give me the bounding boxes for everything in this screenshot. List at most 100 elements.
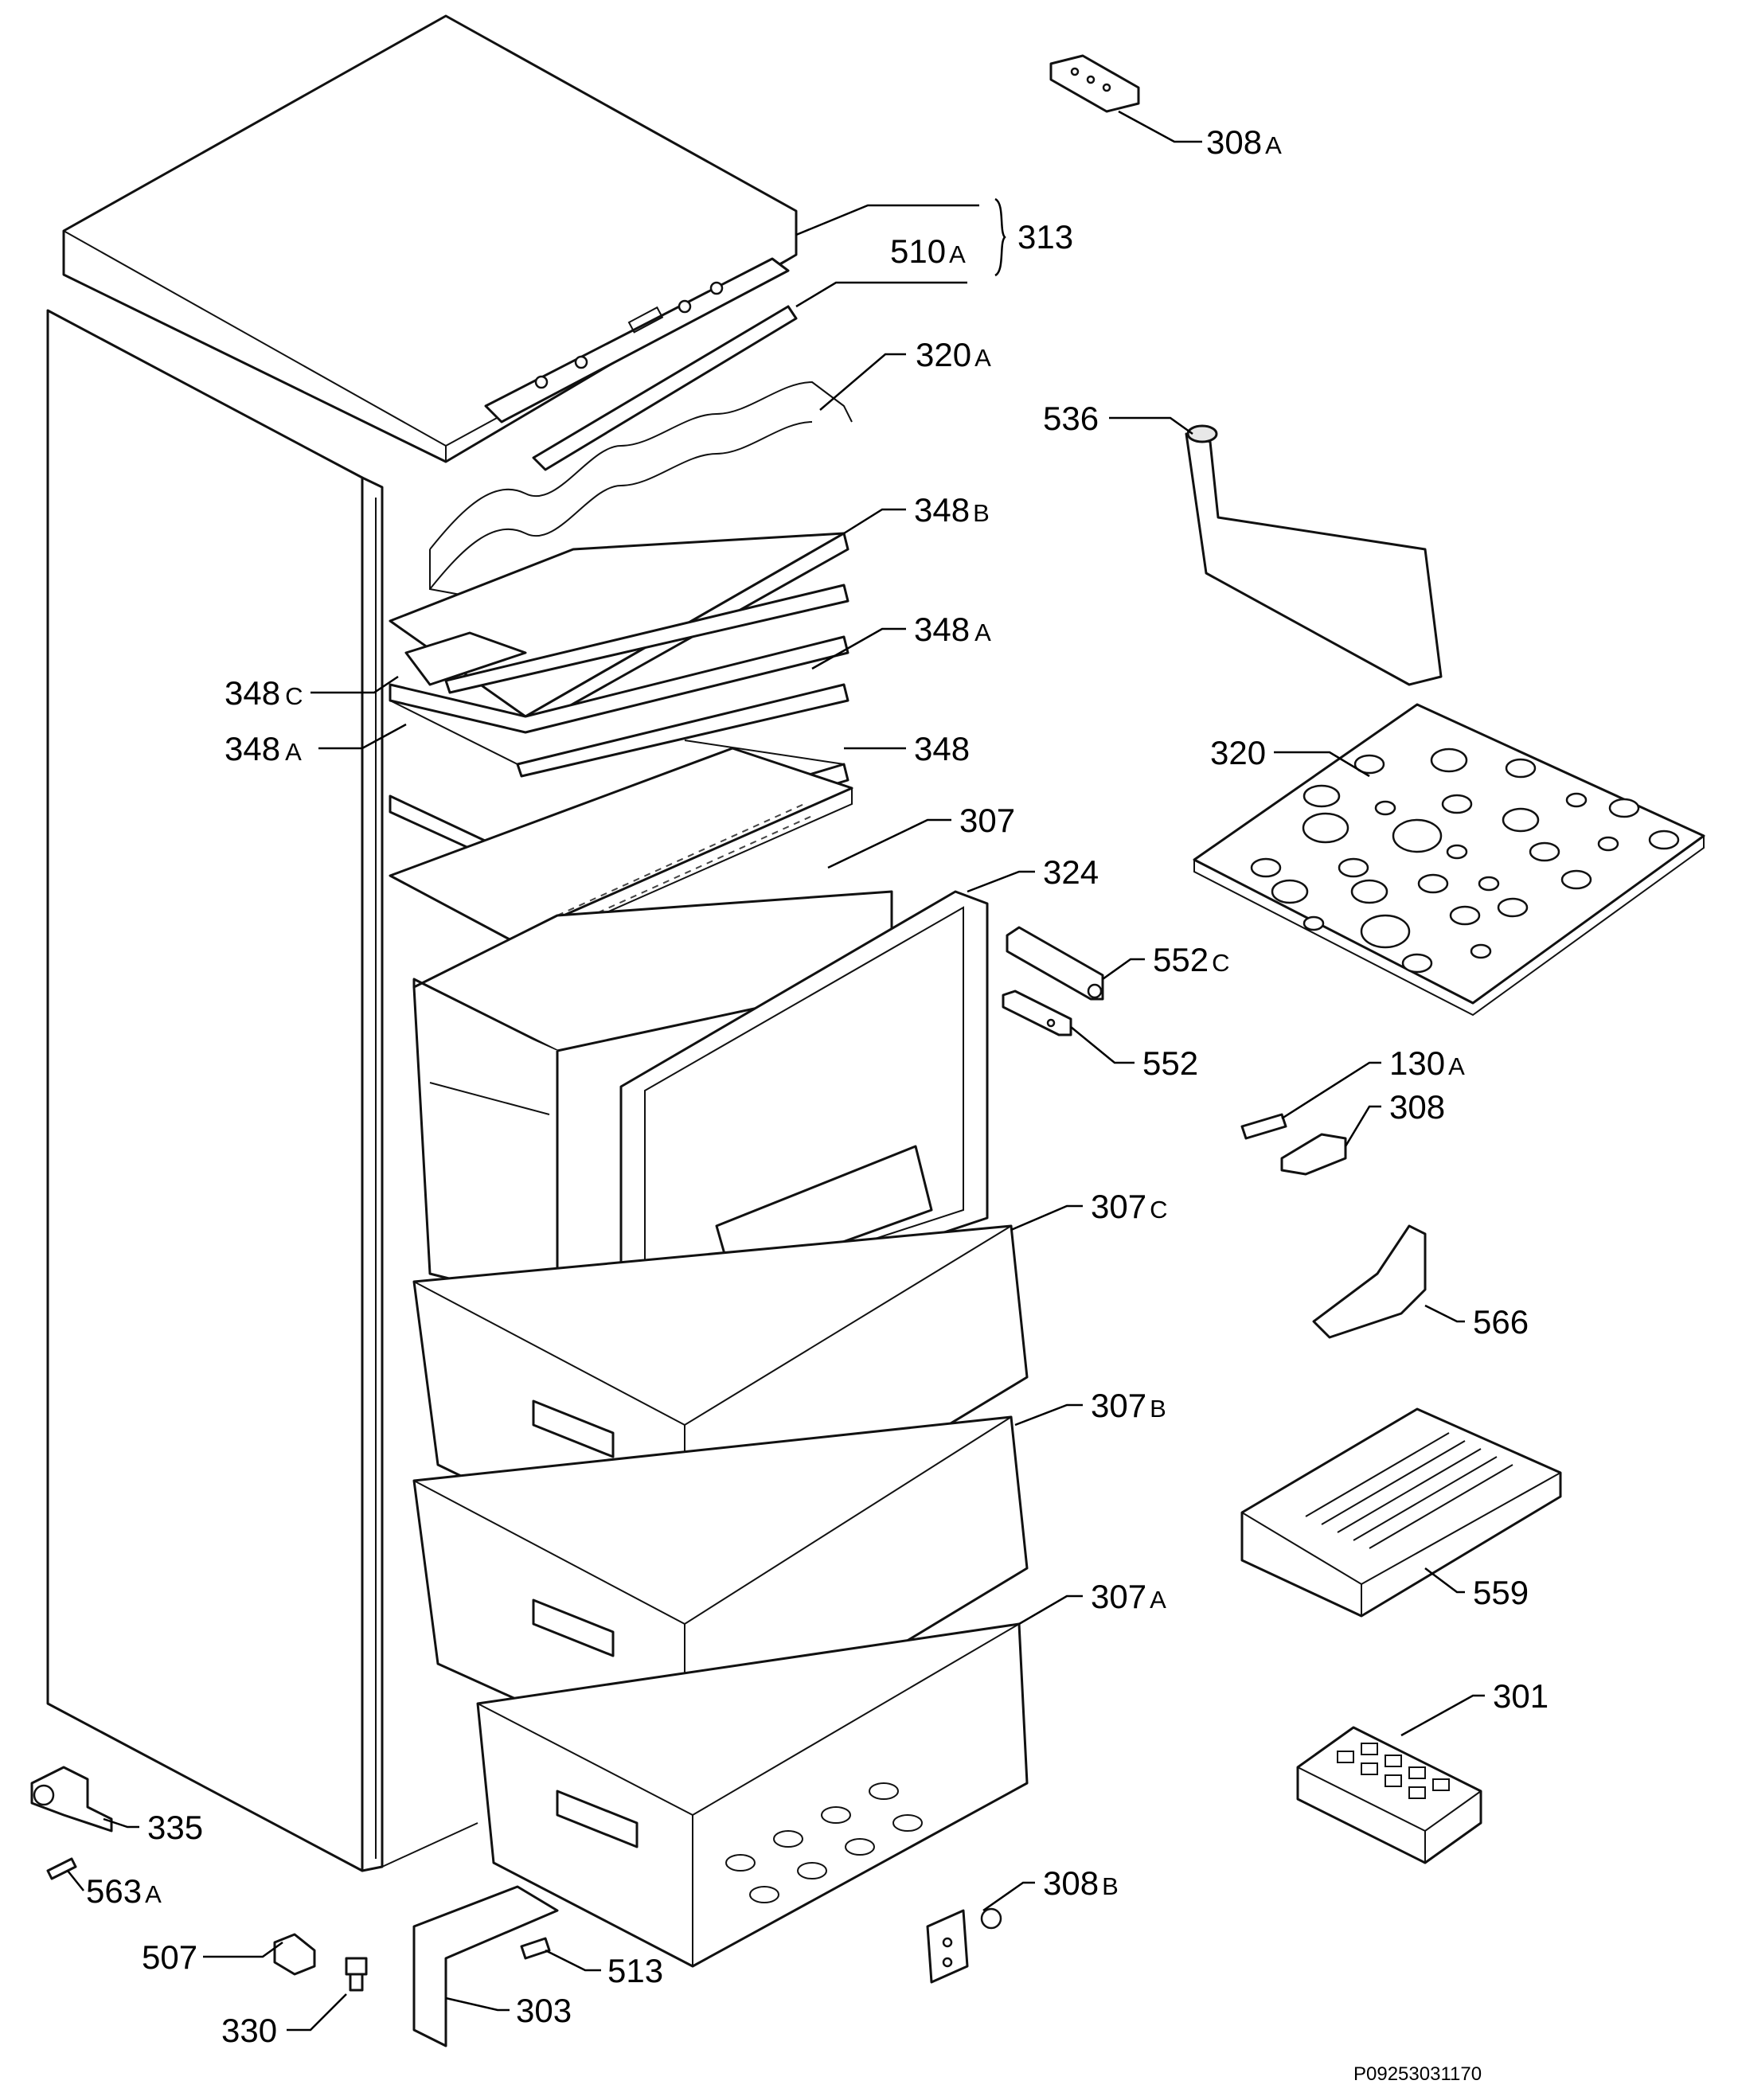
callout-320a-suffix: A [974, 344, 991, 372]
reference-code: P09253031170 [1353, 2063, 1482, 2085]
callout-307c-number: 307 [1091, 1188, 1146, 1225]
callout-307a-suffix: A [1150, 1586, 1166, 1614]
callout-563a-number: 563 [86, 1872, 142, 1910]
callout-510a-number: 510 [890, 232, 946, 270]
callout-330-number: 330 [221, 2012, 277, 2049]
callout-307b-suffix: B [1150, 1395, 1166, 1423]
callout-348a-left-suffix: A [285, 738, 302, 766]
callout-303: 303 [516, 1992, 572, 2029]
rail-552c [1006, 926, 1104, 1001]
drawer-307a [476, 1622, 1029, 1968]
callout-308: 308 [1389, 1088, 1445, 1126]
callout-308a-number: 308 [1206, 123, 1262, 161]
callout-563a-suffix: A [145, 1880, 162, 1908]
callout-348c-suffix: C [285, 682, 303, 710]
callout-566-number: 566 [1473, 1303, 1529, 1341]
callout-559-number: 559 [1473, 1574, 1529, 1611]
pad-513 [520, 1937, 551, 1960]
callout-552: 552 [1142, 1044, 1198, 1082]
callout-324-number: 324 [1043, 853, 1099, 891]
callout-335: 335 [147, 1809, 203, 1846]
callout-308b-suffix: B [1102, 1872, 1119, 1900]
callout-348a-left-number: 348 [225, 730, 280, 767]
callout-552c-number: 552 [1153, 941, 1209, 978]
callout-348a-right-number: 348 [914, 611, 970, 648]
callout-307-number: 307 [959, 802, 1015, 839]
leader-lines [67, 110, 1485, 2032]
callout-313: 313 [1017, 218, 1073, 256]
callout-320-number: 320 [1210, 734, 1266, 771]
plinth-303 [412, 1885, 559, 2047]
scraper-566 [1312, 1224, 1427, 1339]
callout-507: 507 [142, 1938, 197, 1976]
callout-552-number: 552 [1142, 1044, 1198, 1082]
callout-348-number: 348 [914, 730, 970, 767]
callout-320a-number: 320 [916, 336, 971, 373]
cabinet-body [46, 309, 478, 1872]
callout-303-number: 303 [516, 1992, 572, 2029]
callout-536-number: 536 [1043, 400, 1099, 437]
hinge-308a [1049, 54, 1140, 113]
tray-559 [1240, 1407, 1562, 1618]
pin-563a [46, 1857, 77, 1880]
glass-shelf-348a-upper [404, 584, 849, 694]
callout-348b-number: 348 [914, 491, 970, 529]
thermostat-cover [532, 305, 798, 471]
callout-348: 348 [914, 730, 970, 767]
callout-307b-number: 307 [1091, 1387, 1146, 1424]
shelf-320-holes [1250, 747, 1680, 974]
callout-510a-suffix: A [949, 240, 966, 268]
callout-335-number: 335 [147, 1809, 203, 1846]
callout-307a-number: 307 [1091, 1578, 1146, 1615]
rail-552 [1002, 989, 1072, 1036]
callout-324: 324 [1043, 853, 1099, 891]
callout-308-number: 308 [1389, 1088, 1445, 1126]
callout-313-number: 313 [1017, 218, 1073, 256]
callout-330: 330 [221, 2012, 277, 2049]
control-panel [484, 257, 790, 424]
callout-301-number: 301 [1493, 1677, 1549, 1715]
callout-130a-suffix: A [1448, 1052, 1465, 1080]
callout-301: 301 [1493, 1677, 1549, 1715]
ice-tray-301 [1296, 1726, 1482, 1864]
callout-308a-suffix: A [1265, 131, 1282, 159]
callout-513-number: 513 [607, 1952, 663, 1989]
callout-307: 307 [959, 802, 1015, 839]
screw-330 [345, 1957, 368, 1992]
bracket-130a [1240, 1113, 1287, 1140]
callout-507-number: 507 [142, 1938, 197, 1976]
callout-559: 559 [1473, 1574, 1529, 1611]
glass-shelf-348a [389, 635, 849, 778]
callout-348c-number: 348 [225, 674, 280, 712]
callout-320: 320 [1210, 734, 1266, 771]
callout-130a-number: 130 [1389, 1044, 1445, 1082]
callout-308b-number: 308 [1043, 1864, 1099, 1902]
callout-348a-right-suffix: A [974, 619, 991, 646]
clip-507 [273, 1933, 316, 1976]
callout-307c-suffix: C [1150, 1196, 1167, 1224]
callout-513: 513 [607, 1952, 663, 1989]
hinge-308 [1280, 1133, 1347, 1176]
callout-566: 566 [1473, 1303, 1529, 1341]
flap-536 [1185, 424, 1443, 686]
callout-536: 536 [1043, 400, 1099, 437]
callout-348b-suffix: B [973, 499, 990, 527]
hinge-335 [30, 1766, 113, 1833]
callout-552c-suffix: C [1212, 949, 1229, 977]
hinge-308b [926, 1907, 1002, 1984]
